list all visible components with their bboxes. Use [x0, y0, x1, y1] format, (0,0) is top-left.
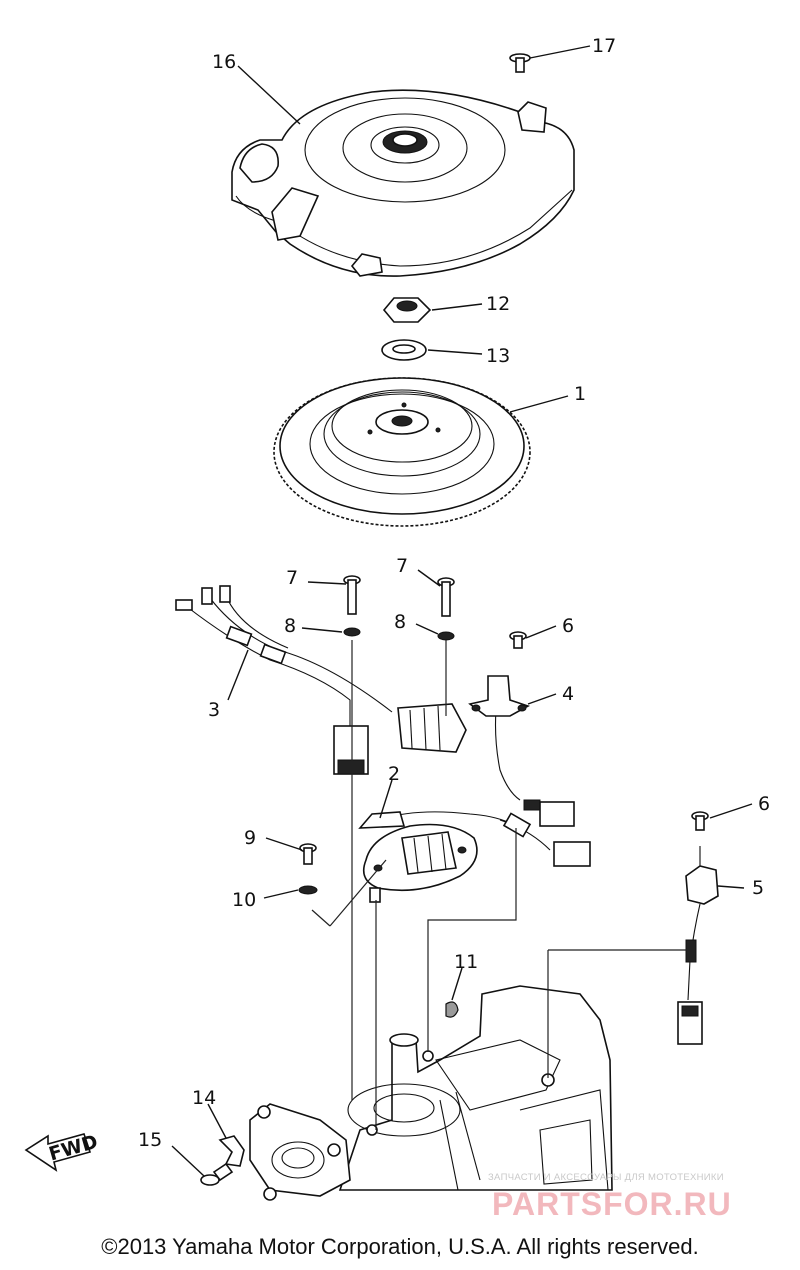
- forward-arrow: FWD: [24, 1131, 100, 1172]
- stop-switch: [677, 811, 719, 1045]
- washer: [381, 339, 427, 361]
- flywheel-rotor: [273, 377, 531, 527]
- callout-7b: 7: [396, 555, 408, 577]
- callout-9: 9: [244, 827, 256, 849]
- clamp-screw: [200, 1162, 234, 1186]
- callout-11: 11: [454, 951, 478, 973]
- callout-7a: 7: [286, 567, 298, 589]
- callout-2: 2: [388, 763, 400, 785]
- engine-block: [338, 985, 613, 1191]
- coil-bolt: [299, 843, 317, 865]
- washer-left: [343, 627, 361, 637]
- callout-1: 1: [574, 383, 586, 405]
- flywheel-nut: [382, 297, 432, 323]
- pulser-coil: [468, 675, 575, 827]
- washer-right: [437, 631, 455, 641]
- copyright-notice: ©2013 Yamaha Motor Corporation, U.S.A. A…: [101, 1234, 699, 1259]
- woodruff-key: [445, 1001, 459, 1018]
- callout-12: 12: [486, 293, 510, 315]
- callout-17: 17: [592, 35, 616, 57]
- bolt-left: [343, 575, 361, 615]
- callout-4: 4: [562, 683, 574, 705]
- callout-10: 10: [232, 889, 256, 911]
- assembly-lines: [311, 640, 701, 1130]
- watermark-tagline: ЗАПЧАСТИ И АКСЕССУАРЫ ДЛЯ МОТОТЕХНИКИ: [488, 1172, 724, 1183]
- lighting-coil: [358, 811, 591, 903]
- callout-16: 16: [212, 51, 236, 73]
- callout-8b: 8: [394, 611, 406, 633]
- callout-13: 13: [486, 345, 510, 367]
- coil-washer: [298, 885, 318, 895]
- charge-coil-harness: [175, 585, 467, 775]
- callout-15: 15: [138, 1129, 162, 1151]
- flywheel-cover: [231, 89, 575, 277]
- bolt-right: [437, 577, 455, 617]
- callout-6a: 6: [562, 615, 574, 637]
- fwd-label: FWD: [46, 1131, 100, 1166]
- callout-numbers: 1 2 3 4 5 6 6 7 7 8 8 9 10 11 12 13 14 1…: [138, 35, 770, 1151]
- harness-clamp: [218, 1135, 245, 1167]
- intake-bracket: [249, 1103, 351, 1201]
- callout-5: 5: [752, 877, 764, 899]
- callout-6b: 6: [758, 793, 770, 815]
- pulser-screw: [509, 631, 527, 649]
- callout-8a: 8: [284, 615, 296, 637]
- watermark-brand: PARTSFOR.RU: [492, 1186, 732, 1222]
- callout-14: 14: [192, 1087, 216, 1109]
- cover-screw: [509, 53, 531, 73]
- leader-lines: [171, 45, 753, 1177]
- callout-3: 3: [208, 699, 220, 721]
